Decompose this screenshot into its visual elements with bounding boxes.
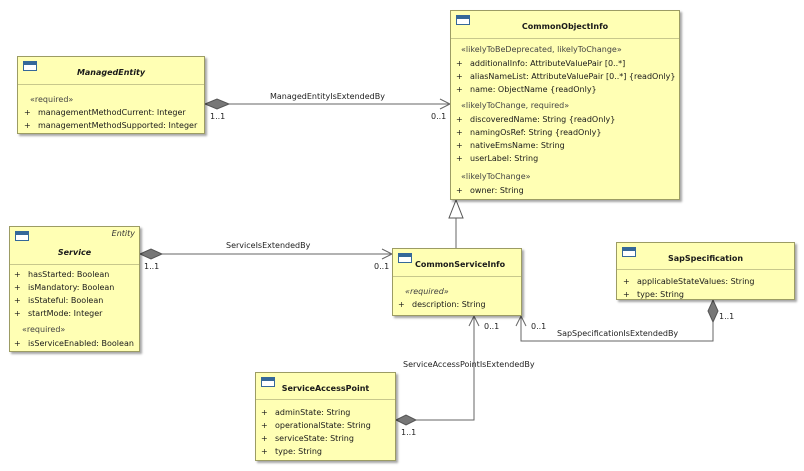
class-service[interactable]: Entity Service +hasStarted: Boolean +isM… [9, 226, 140, 352]
attribute: +discoveredName: String {readOnly} [456, 115, 616, 124]
attribute: +isStateful: Boolean [14, 296, 104, 305]
attribute: +startMode: Integer [14, 309, 103, 318]
attribute: +type: String [623, 290, 684, 299]
stereotype: «required» [22, 325, 66, 334]
class-service-access-point[interactable]: ServiceAccessPoint +adminState: String +… [255, 372, 396, 461]
attribute: +managementMethodSupported: Integer [24, 121, 198, 130]
attribute: +namingOsRef: String {readOnly} [456, 128, 602, 137]
multiplicity-service-target: 0..1 [374, 262, 390, 271]
attribute: +owner: String [456, 186, 524, 195]
sap-point-association-arrow [468, 314, 480, 327]
class-common-service-info[interactable]: CommonServiceInfo «required» +descriptio… [392, 248, 522, 316]
attribute: +managementMethodCurrent: Integer [24, 108, 186, 117]
multiplicity-sap-specification-source: 1..1 [719, 312, 735, 321]
multiplicity-service-access-point-source: 1..1 [401, 428, 417, 437]
attribute: +type: String [261, 447, 322, 456]
class-name: Service [57, 248, 92, 257]
service-composition-diamond [138, 248, 164, 260]
multiplicity-sap-specification-target: 0..1 [531, 322, 547, 331]
attribute: +additionalInfo: AttributeValuePair [0..… [456, 59, 626, 68]
association-label-sap-specification: SapSpecificationIsExtendedBy [557, 329, 679, 338]
class-name: ServiceAccessPoint [281, 384, 370, 393]
multiplicity-service-source: 1..1 [144, 262, 160, 271]
managed-entity-composition-diamond [203, 98, 231, 110]
sap-point-association-line [416, 316, 475, 421]
multiplicity-managed-entity-target: 0..1 [431, 112, 447, 121]
class-sap-specification[interactable]: SapSpecification +applicableStateValues:… [616, 242, 795, 300]
sap-association-arrow [515, 314, 527, 327]
attribute: +userLabel: String [456, 154, 539, 163]
attribute: +isServiceEnabled: Boolean [14, 339, 134, 348]
attribute: +applicableStateValues: String [623, 277, 755, 286]
attribute: +serviceState: String [261, 434, 354, 443]
stereotype: «likelyToChange» [461, 172, 531, 181]
sap-composition-diamond [707, 298, 719, 324]
class-name: SapSpecification [667, 254, 744, 263]
multiplicity-managed-entity-source: 1..1 [210, 112, 226, 121]
class-icon [23, 61, 37, 71]
class-icon [398, 253, 412, 263]
attribute: +nativeEmsName: String [456, 141, 565, 150]
stereotype: «required» [405, 287, 449, 296]
attribute: +hasStarted: Boolean [14, 270, 110, 279]
class-icon [622, 247, 636, 257]
class-managed-entity[interactable]: ManagedEntity «required» +managementMeth… [17, 56, 205, 134]
association-label-service-access-point: ServiceAccessPointIsExtendedBy [403, 360, 535, 369]
attribute: +name: ObjectName {readOnly} [456, 85, 597, 94]
generalization-triangle [448, 198, 464, 219]
class-name: CommonObjectInfo [521, 22, 609, 31]
class-name: CommonServiceInfo [415, 260, 506, 269]
association-label-service: ServiceIsExtendedBy [226, 241, 311, 250]
attribute: +adminState: String [261, 408, 351, 417]
class-icon [15, 231, 29, 241]
class-icon [456, 15, 470, 25]
stereotype-tag: Entity [111, 229, 135, 238]
attribute: +isMandatory: Boolean [14, 283, 115, 292]
stereotype: «likelyToBeDeprecated, likelyToChange» [461, 45, 622, 54]
sap-point-composition-diamond [394, 414, 418, 426]
sap-association-line [520, 316, 714, 342]
attribute: +description: String [398, 300, 486, 309]
stereotype: «likelyToChange, required» [461, 101, 570, 110]
attribute: +operationalState: String [261, 421, 371, 430]
attribute: +aliasNameList: AttributeValuePair [0..*… [456, 72, 676, 81]
stereotype: «required» [30, 95, 74, 104]
multiplicity-service-access-point-target: 0..1 [484, 322, 500, 331]
association-label-managed-entity: ManagedEntityIsExtendedBy [270, 92, 385, 101]
class-icon [261, 377, 275, 387]
class-name: ManagedEntity [76, 68, 146, 77]
class-common-object-info[interactable]: CommonObjectInfo «likelyToBeDeprecated, … [450, 10, 680, 200]
